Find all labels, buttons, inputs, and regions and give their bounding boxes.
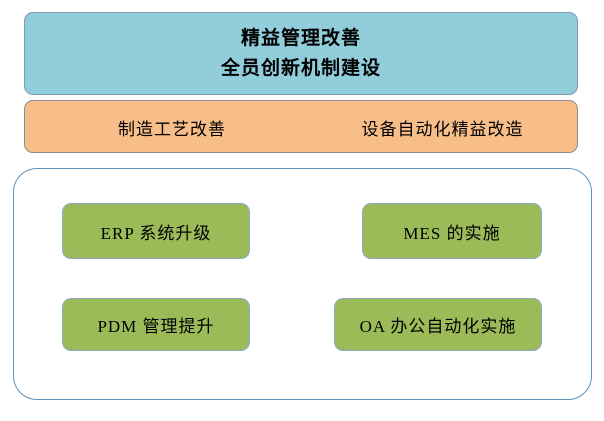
second-banner-item-equipment-automation: 设备自动化精益改造 xyxy=(361,120,524,139)
second-banner-orange: 制造工艺改善 设备自动化精益改造 xyxy=(24,100,578,153)
item-box-mes: MES 的实施 xyxy=(362,203,542,259)
item-box-pdm: PDM 管理提升 xyxy=(62,298,250,351)
item-box-erp: ERP 系统升级 xyxy=(62,203,250,259)
top-banner-blue: 精益管理改善 全员创新机制建设 xyxy=(24,12,578,95)
second-banner-item-manufacturing-process: 制造工艺改善 xyxy=(118,120,226,139)
top-banner-line-2: 全员创新机制建设 xyxy=(220,57,381,79)
top-banner-line-1: 精益管理改善 xyxy=(240,27,361,49)
item-box-oa: OA 办公自动化实施 xyxy=(334,298,542,351)
